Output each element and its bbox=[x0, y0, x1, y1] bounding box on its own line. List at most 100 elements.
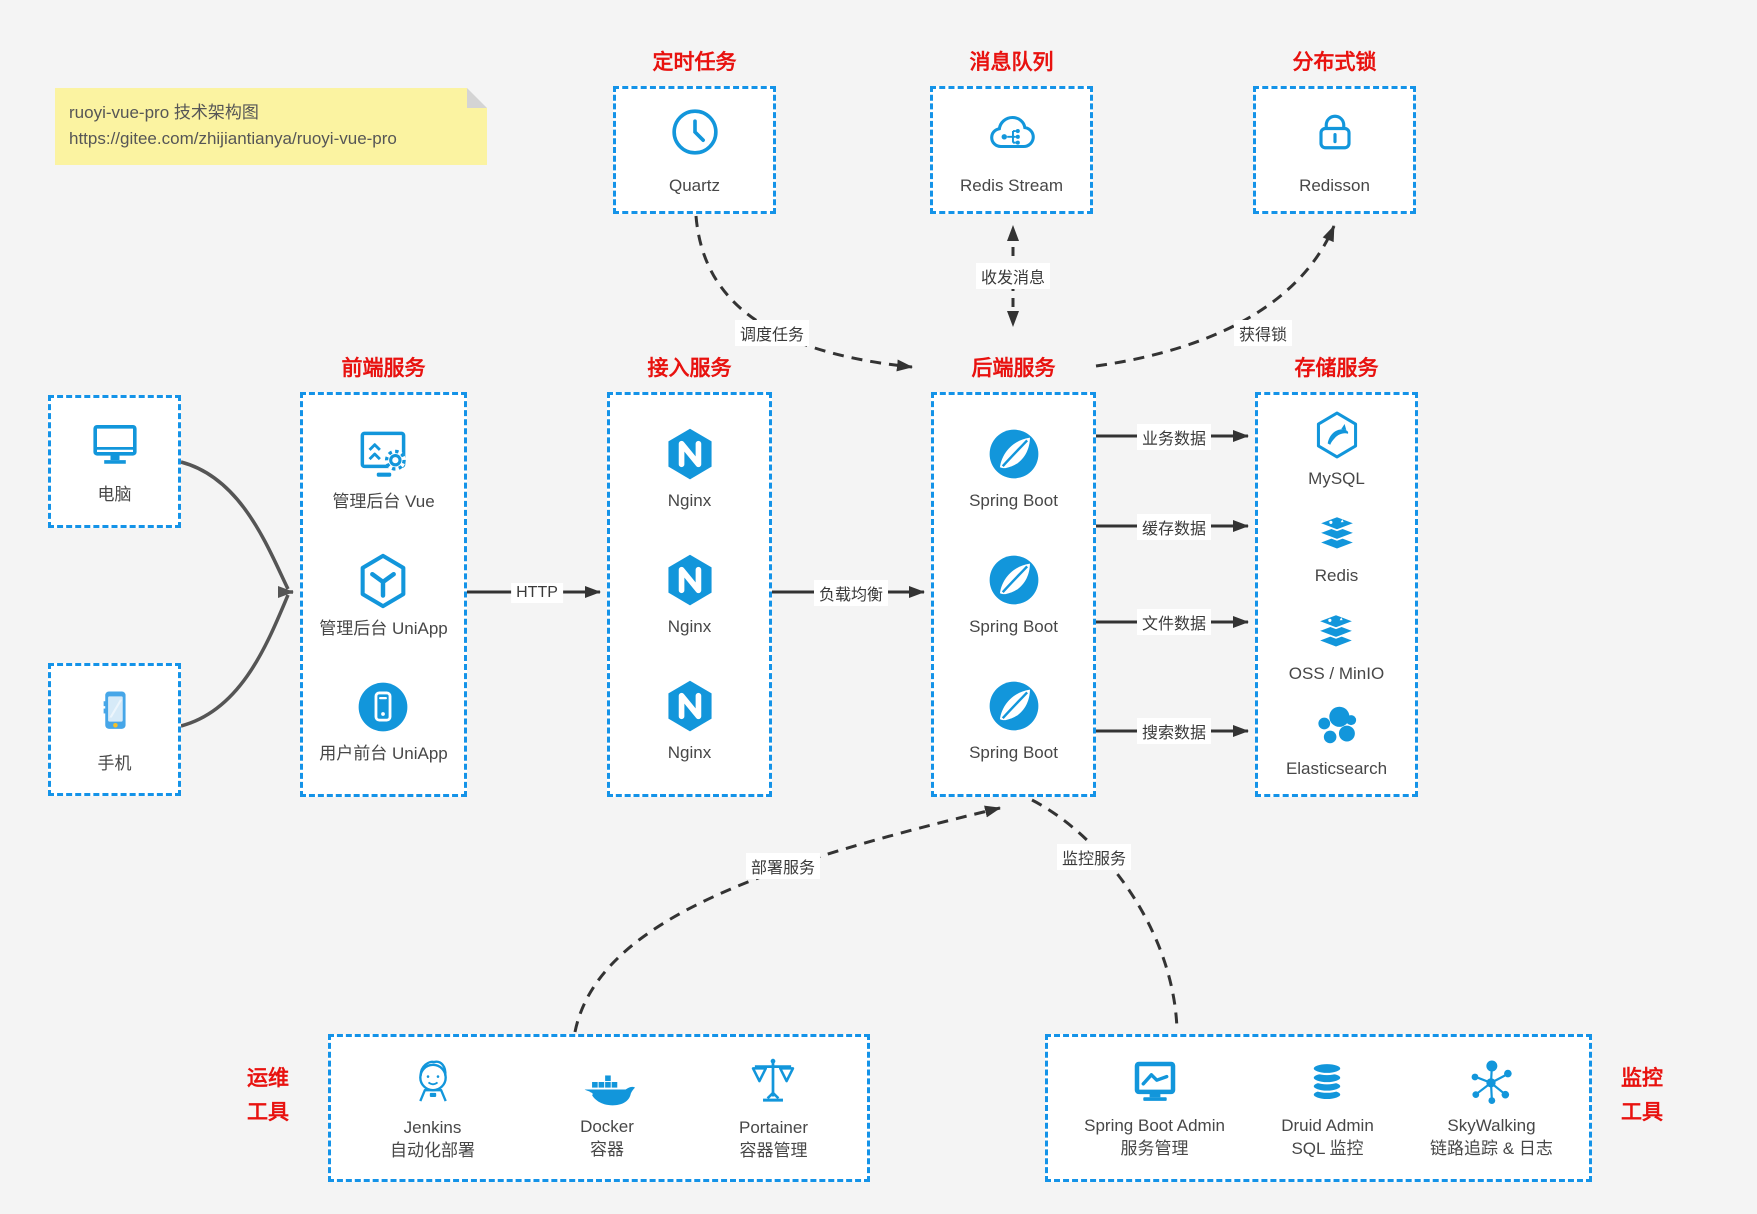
admin-vue-node: 管理后台 Vue bbox=[332, 423, 435, 514]
node-label: Spring Boot Admin 服务管理 bbox=[1084, 1115, 1225, 1161]
portainer-node: Portainer 容器管理 bbox=[739, 1053, 808, 1163]
redis-stream-box: Redis Stream bbox=[930, 86, 1093, 214]
redis-icon bbox=[1308, 603, 1364, 657]
node-label: Elasticsearch bbox=[1285, 758, 1388, 778]
spring-boot-admin-node: Spring Boot Admin 服务管理 bbox=[1084, 1055, 1225, 1161]
edge-label-messages: 收发消息 bbox=[975, 263, 1051, 289]
edge-label-load-balance: 负载均衡 bbox=[813, 580, 889, 606]
node-label: Spring Boot bbox=[969, 617, 1058, 637]
spring-boot-icon bbox=[984, 550, 1044, 610]
desktop-icon bbox=[86, 416, 144, 470]
node-label-line2: 链路追踪 & 日志 bbox=[1430, 1139, 1553, 1158]
admin-uniapp-icon bbox=[352, 550, 414, 612]
backend-box: Spring Boot Spring Boot Spring Boot bbox=[931, 392, 1096, 797]
jenkins-icon bbox=[404, 1053, 462, 1111]
node-label: 管理后台 UniApp bbox=[319, 619, 448, 639]
mysql-node: MySQL bbox=[1308, 408, 1365, 491]
monitor-title-line1: 监控 bbox=[1621, 1067, 1663, 1090]
node-label-line1: Docker bbox=[580, 1117, 634, 1137]
edge-label-monitor: 监控服务 bbox=[1056, 844, 1132, 870]
node-label-line1: SkyWalking bbox=[1447, 1116, 1536, 1136]
node-label: OSS / MinIO bbox=[1288, 663, 1385, 683]
group-title-monitor-tools: 监控 工具 bbox=[1602, 1062, 1682, 1129]
edge-label-deploy: 部署服务 bbox=[745, 853, 821, 879]
storage-box: MySQL Redis bbox=[1255, 392, 1418, 797]
node-label-line2: SQL 监控 bbox=[1291, 1139, 1364, 1158]
node-label: 手机 bbox=[97, 754, 132, 774]
node-label: 管理后台 Vue bbox=[332, 492, 435, 512]
portainer-icon bbox=[744, 1053, 802, 1111]
node-label: Nginx bbox=[667, 743, 712, 763]
gateway-box: Nginx Nginx Nginx bbox=[607, 392, 772, 797]
edge-label-cache-data: 缓存数据 bbox=[1136, 514, 1212, 540]
group-title-scheduled-tasks: 定时任务 bbox=[652, 51, 737, 74]
node-label: Docker 容器 bbox=[580, 1116, 634, 1162]
node-label: Spring Boot bbox=[969, 490, 1058, 510]
ops-tools-box: Jenkins 自动化部署 Docker 容器 bbox=[328, 1034, 870, 1182]
node-label-line2: 容器管理 bbox=[739, 1141, 808, 1160]
node-label-line1: Jenkins bbox=[403, 1118, 462, 1138]
edge-label-lock: 获得锁 bbox=[1233, 320, 1293, 346]
clock-icon bbox=[666, 103, 724, 161]
redis-icon bbox=[1309, 505, 1365, 559]
edge-label-file-data: 文件数据 bbox=[1136, 609, 1212, 635]
edge-label-business-data: 业务数据 bbox=[1136, 424, 1212, 450]
edge-label-schedule: 调度任务 bbox=[734, 320, 810, 346]
docker-node: Docker 容器 bbox=[577, 1054, 637, 1162]
group-title-gateway: 接入服务 bbox=[647, 357, 732, 380]
node-label: Redis Stream bbox=[960, 175, 1063, 195]
user-uniapp-node: 用户前台 UniApp bbox=[319, 677, 448, 766]
mobile-client-box: 手机 bbox=[48, 663, 181, 796]
user-uniapp-icon bbox=[353, 677, 413, 737]
sticky-note: ruoyi-vue-pro 技术架构图 https://gitee.com/zh… bbox=[55, 88, 487, 165]
node-label: Portainer 容器管理 bbox=[739, 1117, 808, 1163]
lock-icon bbox=[1307, 103, 1363, 161]
node-label: Redis bbox=[1314, 566, 1359, 586]
spring-boot-node: Spring Boot bbox=[969, 550, 1058, 639]
nginx-icon bbox=[660, 424, 720, 484]
skywalking-node: SkyWalking 链路追踪 & 日志 bbox=[1430, 1055, 1553, 1161]
node-label-line2: 容器 bbox=[589, 1140, 624, 1159]
mobile-icon bbox=[89, 683, 141, 739]
edge-label-http: HTTP bbox=[511, 583, 563, 603]
spring-boot-node: Spring Boot bbox=[969, 424, 1058, 513]
group-title-storage: 存储服务 bbox=[1294, 357, 1379, 380]
node-label: SkyWalking 链路追踪 & 日志 bbox=[1430, 1115, 1553, 1161]
skywalking-icon bbox=[1464, 1055, 1518, 1109]
pc-client-box: 电脑 bbox=[48, 395, 181, 528]
admin-uniapp-node: 管理后台 UniApp bbox=[319, 550, 448, 641]
admin-vue-icon bbox=[351, 423, 417, 485]
elasticsearch-icon bbox=[1309, 700, 1363, 752]
node-label: Nginx bbox=[667, 490, 712, 510]
node-label: Redisson bbox=[1299, 175, 1370, 195]
node-label-line1: Portainer bbox=[739, 1118, 808, 1138]
nginx-node: Nginx bbox=[660, 424, 720, 513]
node-label: Spring Boot bbox=[969, 743, 1058, 763]
spring-boot-icon bbox=[984, 676, 1044, 736]
monitor-title-line2: 工具 bbox=[1621, 1100, 1663, 1124]
group-title-message-queue: 消息队列 bbox=[969, 51, 1054, 74]
group-title-ops-tools: 运维 工具 bbox=[228, 1062, 308, 1129]
group-title-frontend: 前端服务 bbox=[341, 357, 426, 380]
node-label: Quartz bbox=[668, 175, 721, 195]
node-label-line2: 服务管理 bbox=[1120, 1139, 1189, 1158]
node-label-line2: 自动化部署 bbox=[390, 1141, 475, 1160]
druid-icon bbox=[1300, 1055, 1354, 1109]
ops-title-line1: 运维 bbox=[247, 1067, 289, 1090]
node-label-line1: Druid Admin bbox=[1281, 1116, 1374, 1136]
mysql-icon bbox=[1310, 408, 1364, 462]
oss-minio-node: OSS / MinIO bbox=[1289, 603, 1384, 686]
spring-boot-admin-icon bbox=[1126, 1055, 1184, 1109]
ops-title-line2: 工具 bbox=[247, 1100, 289, 1124]
elasticsearch-node: Elasticsearch bbox=[1286, 700, 1387, 781]
note-title: ruoyi-vue-pro 技术架构图 bbox=[69, 103, 259, 122]
note-url: https://gitee.com/zhijiantianya/ruoyi-vu… bbox=[69, 129, 397, 149]
nginx-node: Nginx bbox=[660, 550, 720, 639]
redis-node: Redis bbox=[1309, 505, 1365, 588]
cloud-stream-icon bbox=[981, 103, 1043, 161]
node-label-line1: Spring Boot Admin bbox=[1084, 1116, 1225, 1136]
